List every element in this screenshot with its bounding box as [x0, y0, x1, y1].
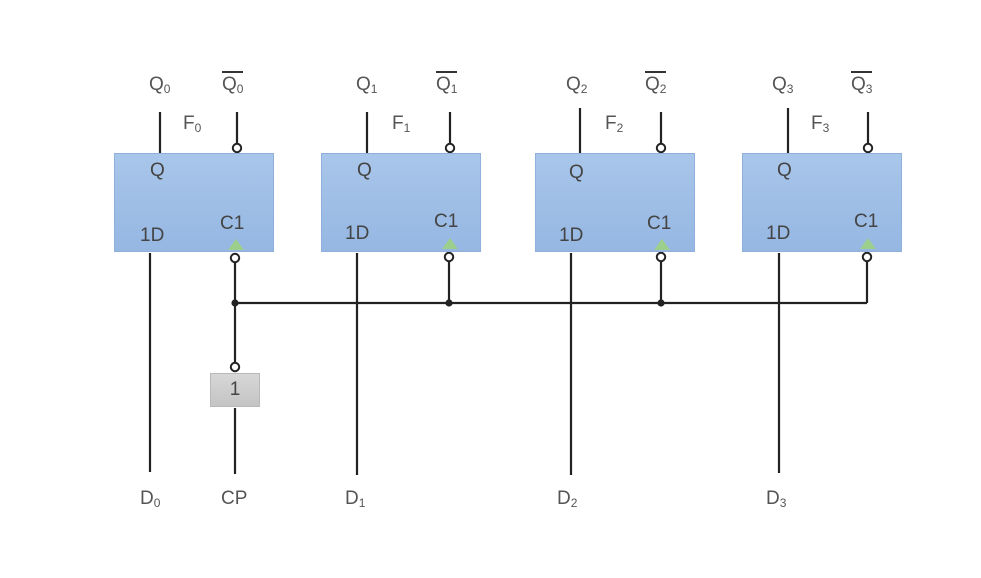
output-q0-label: Q0	[149, 74, 171, 96]
flip-flop-name-f0: F0	[183, 113, 202, 135]
flip-flop-f3: Q 1D C1	[742, 153, 902, 252]
input-d2-label: D2	[557, 488, 578, 510]
clock-pin-label: C1	[434, 211, 459, 232]
d-pin-label: 1D	[345, 223, 370, 244]
flip-flop-name-f1: F1	[392, 113, 411, 135]
clock-pin-label: C1	[220, 213, 245, 234]
output-q0-bar-label: Q0	[222, 71, 244, 95]
q-pin-label: Q	[777, 160, 792, 181]
d-pin-label: 1D	[140, 225, 165, 246]
edge-trigger-icon	[442, 238, 458, 249]
input-d1-label: D1	[345, 488, 366, 510]
clock-pin-label: C1	[854, 211, 879, 232]
flip-flop-f1: Q 1D C1	[321, 153, 481, 252]
d-pin-label: 1D	[766, 223, 791, 244]
flip-flop-f0: Q 1D C1	[114, 153, 274, 252]
output-q3-bar-label: Q3	[851, 71, 873, 95]
clock-inverter: 1	[210, 373, 260, 407]
input-d3-label: D3	[766, 488, 787, 510]
flip-flop-name-f3: F3	[811, 113, 830, 135]
inverter-label: 1	[229, 379, 241, 400]
edge-trigger-icon	[654, 239, 670, 250]
flip-flop-name-f2: F2	[605, 113, 624, 135]
edge-trigger-icon	[860, 238, 876, 249]
output-q2-label: Q2	[566, 74, 588, 96]
output-q1-bar-label: Q1	[436, 71, 458, 95]
output-q2-bar-label: Q2	[645, 71, 667, 95]
edge-trigger-icon	[228, 239, 244, 250]
q-pin-label: Q	[357, 160, 372, 181]
input-d0-label: D0	[140, 488, 161, 510]
clock-input-label: CP	[221, 488, 248, 509]
q-pin-label: Q	[569, 162, 584, 183]
d-pin-label: 1D	[559, 225, 584, 246]
output-q1-label: Q1	[356, 74, 378, 96]
clock-pin-label: C1	[647, 213, 672, 234]
q-pin-label: Q	[150, 160, 165, 181]
output-q3-label: Q3	[772, 74, 794, 96]
flip-flop-f2: Q 1D C1	[535, 153, 695, 252]
